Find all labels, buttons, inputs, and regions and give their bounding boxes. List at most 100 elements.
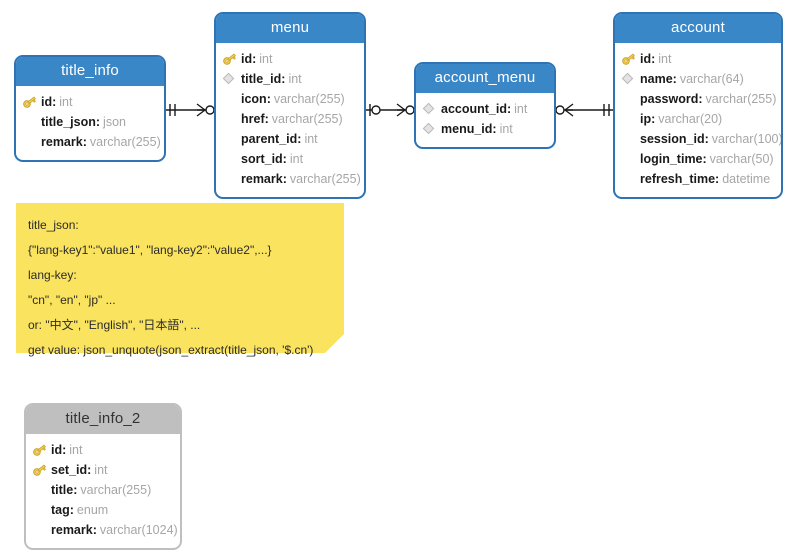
field-icon-none <box>32 483 49 497</box>
field-type: datetime <box>722 171 771 186</box>
field-icon-none <box>621 112 638 126</box>
entity-title-account_menu: account_menu <box>416 64 554 93</box>
field-type: varchar(255) <box>289 171 361 186</box>
field-name: password: <box>640 91 703 106</box>
field-name: icon: <box>241 91 271 106</box>
key-icon <box>222 52 239 66</box>
note-line: get value: json_unquote(json_extract(tit… <box>28 343 314 357</box>
field-row[interactable]: id:int <box>22 92 156 112</box>
field-row[interactable]: remark:varchar(1024) <box>32 520 178 540</box>
diamond-icon <box>422 102 439 116</box>
key-icon <box>32 443 49 457</box>
key-icon <box>32 463 49 477</box>
field-row[interactable]: sort_id:int <box>222 149 356 169</box>
field-row[interactable]: name:varchar(64) <box>621 69 773 89</box>
field-type: varchar(255) <box>271 111 343 126</box>
field-row[interactable]: refresh_time:datetime <box>621 169 773 189</box>
field-name: remark: <box>241 171 287 186</box>
sticky-note[interactable]: title_json: {"lang-key1":"value1", "lang-… <box>16 203 344 357</box>
field-row[interactable]: remark:varchar(255) <box>222 169 361 189</box>
diamond-icon <box>422 122 439 136</box>
diamond-icon <box>222 72 239 86</box>
field-icon-none <box>621 132 638 146</box>
field-icon-none <box>222 152 239 166</box>
field-icon-none <box>222 112 239 126</box>
field-icon-none <box>22 135 39 149</box>
field-row[interactable]: remark:varchar(255) <box>22 132 161 152</box>
field-type: varchar(100) <box>711 131 783 146</box>
field-row[interactable]: title_json:json <box>22 112 156 132</box>
field-row[interactable]: id:int <box>621 49 773 69</box>
relationship-account_menu-account <box>555 103 613 117</box>
field-name: sort_id: <box>241 151 287 166</box>
field-name: menu_id: <box>441 121 497 136</box>
field-row[interactable]: id:int <box>32 440 172 460</box>
note-line: title_json: <box>28 218 79 232</box>
field-row[interactable]: ip:varchar(20) <box>621 109 773 129</box>
field-row[interactable]: menu_id:int <box>422 119 546 139</box>
field-name: title_json: <box>41 114 101 129</box>
field-icon-none <box>222 92 239 106</box>
field-row[interactable]: account_id:int <box>422 99 546 119</box>
diamond-icon <box>621 72 638 86</box>
field-row[interactable]: title:varchar(255) <box>32 480 172 500</box>
relationship-title_info-menu <box>166 103 215 117</box>
field-type: int <box>259 51 273 66</box>
key-icon <box>22 95 39 109</box>
field-row[interactable]: tag:enum <box>32 500 172 520</box>
field-type: varchar(255) <box>273 91 345 106</box>
field-name: href: <box>241 111 269 126</box>
field-row[interactable]: session_id:varchar(100) <box>621 129 781 149</box>
field-row[interactable]: icon:varchar(255) <box>222 89 356 109</box>
field-type: varchar(20) <box>658 111 723 126</box>
field-name: id: <box>51 442 67 457</box>
field-row[interactable]: parent_id:int <box>222 129 356 149</box>
field-name: tag: <box>51 502 74 517</box>
field-type: varchar(255) <box>80 482 152 497</box>
field-type: varchar(64) <box>679 71 744 86</box>
field-type: int <box>59 94 73 109</box>
field-type: json <box>103 114 126 129</box>
field-type: varchar(255) <box>89 134 161 149</box>
field-type: int <box>288 71 302 86</box>
entity-title-account: account <box>615 14 781 43</box>
sticky-note-text: title_json: {"lang-key1":"value1", "lang-… <box>28 213 332 363</box>
note-line: {"lang-key1":"value1", "lang-key2":"valu… <box>28 243 272 257</box>
field-name: parent_id: <box>241 131 302 146</box>
field-row[interactable]: set_id:int <box>32 460 172 480</box>
field-type: int <box>499 121 513 136</box>
field-icon-none <box>621 92 638 106</box>
key-icon <box>621 52 638 66</box>
field-row[interactable]: href:varchar(255) <box>222 109 356 129</box>
field-icon-none <box>22 115 39 129</box>
field-type: int <box>69 442 83 457</box>
field-row[interactable]: id:int <box>222 49 356 69</box>
field-type: int <box>658 51 672 66</box>
field-type: int <box>514 101 528 116</box>
entity-title-title_info_2: title_info_2 <box>26 405 180 434</box>
field-name: ip: <box>640 111 656 126</box>
field-row[interactable]: password:varchar(255) <box>621 89 776 109</box>
field-name: id: <box>41 94 57 109</box>
field-name: id: <box>241 51 257 66</box>
entity-title-title_info: title_info <box>16 57 164 86</box>
field-row[interactable]: title_id:int <box>222 69 356 89</box>
note-line: lang-key: <box>28 268 77 282</box>
field-name: session_id: <box>640 131 709 146</box>
field-row[interactable]: login_time:varchar(50) <box>621 149 774 169</box>
field-type: int <box>304 131 318 146</box>
field-name: title_id: <box>241 71 286 86</box>
field-name: remark: <box>41 134 87 149</box>
field-name: title: <box>51 482 78 497</box>
field-name: set_id: <box>51 462 92 477</box>
